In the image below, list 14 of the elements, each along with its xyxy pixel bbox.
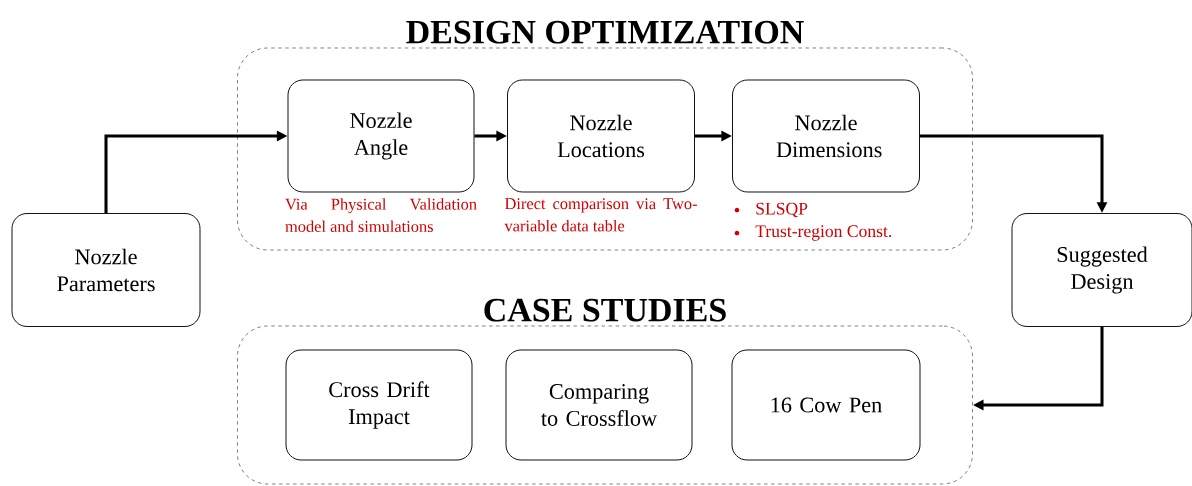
bullet-item: SLSQP [734,202,808,218]
annotation-text: Via Physical Validation model and simulations [285,198,477,233]
bullet-item: Trust-region Const. [734,225,892,241]
process-box: Nozzle Locations [507,79,695,193]
process-box: 16 Cow Pen [731,349,921,461]
annotation-text: Direct comparison via Two-variable data table [504,198,697,232]
process-box: Suggested Design [1011,213,1192,327]
process-box: Nozzle Dimensions [732,79,920,193]
process-box: Nozzle Parameters [11,213,201,327]
process-box: Nozzle Angle [287,79,475,193]
process-box: Comparing to Crossflow [505,349,693,461]
process-box: Cross Drift Impact [285,349,473,461]
group-heading: CASE STUDIES [484,298,726,322]
group-heading: DESIGN OPTIMIZATION [406,20,804,44]
